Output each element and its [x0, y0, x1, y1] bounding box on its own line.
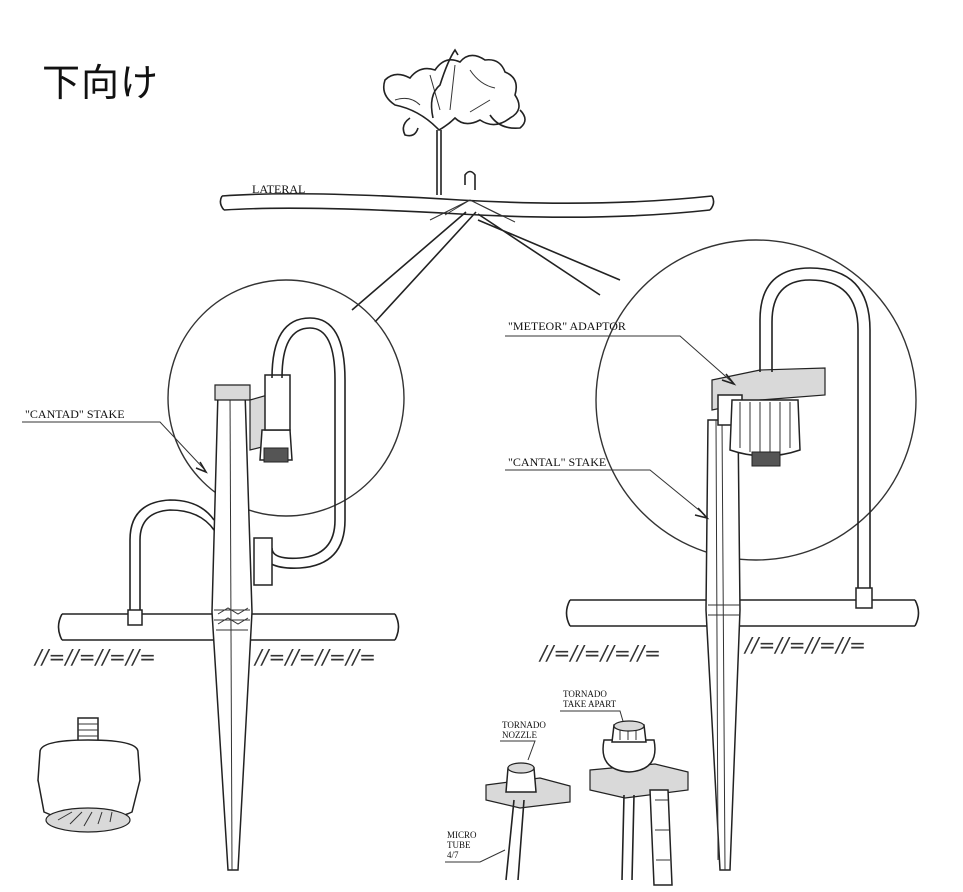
- plant-illustration: [382, 48, 526, 195]
- svg-text://=//=//=//=: //=//=//=//=: [538, 641, 661, 665]
- page-title: 下向け: [42, 61, 160, 105]
- tornado-take-apart-view: TORNADO TAKE APART: [560, 689, 689, 886]
- tornado-nozzle-view: TORNADO NOZZLE MICRO TUBE 4/7: [445, 720, 571, 881]
- tornado-take-apart-label-1: TORNADO: [563, 689, 607, 699]
- cantal-stake-assembly: //=//=//=//= //=//=//=//= "METEOR" ADAPT…: [505, 267, 920, 871]
- dripper-product-view: [37, 717, 141, 833]
- tornado-nozzle-label-2: NOZZLE: [502, 730, 537, 740]
- lateral-label: LATERAL: [252, 182, 305, 196]
- detail-circle-right: [595, 239, 917, 561]
- cantad-stake-assembly: //=//=//=//= //=//=//=//= "CANTAD" STAKE: [22, 317, 400, 871]
- meteor-adaptor-label: "METEOR" ADAPTOR: [508, 319, 626, 333]
- svg-text://=//=//=//=: //=//=//=//=: [253, 645, 376, 669]
- micro-tube-label-2: TUBE: [447, 840, 471, 850]
- micro-tube-label-1: MICRO: [447, 830, 477, 840]
- detail-circle-left: [167, 279, 405, 517]
- zoom-line-left: [351, 211, 477, 323]
- lateral-pipe: LATERAL: [219, 170, 715, 223]
- micro-tube-label-3: 4/7: [447, 850, 459, 860]
- svg-text://=//=//=//=: //=//=//=//=: [33, 645, 156, 669]
- tornado-take-apart-label-2: TAKE APART: [563, 699, 617, 709]
- zoom-line-right: [477, 213, 621, 296]
- tornado-nozzle-label-1: TORNADO: [502, 720, 546, 730]
- svg-text://=//=//=//=: //=//=//=//=: [743, 633, 866, 657]
- cantal-stake-label: "CANTAL" STAKE: [508, 455, 606, 469]
- cantad-stake-label: "CANTAD" STAKE: [25, 407, 125, 421]
